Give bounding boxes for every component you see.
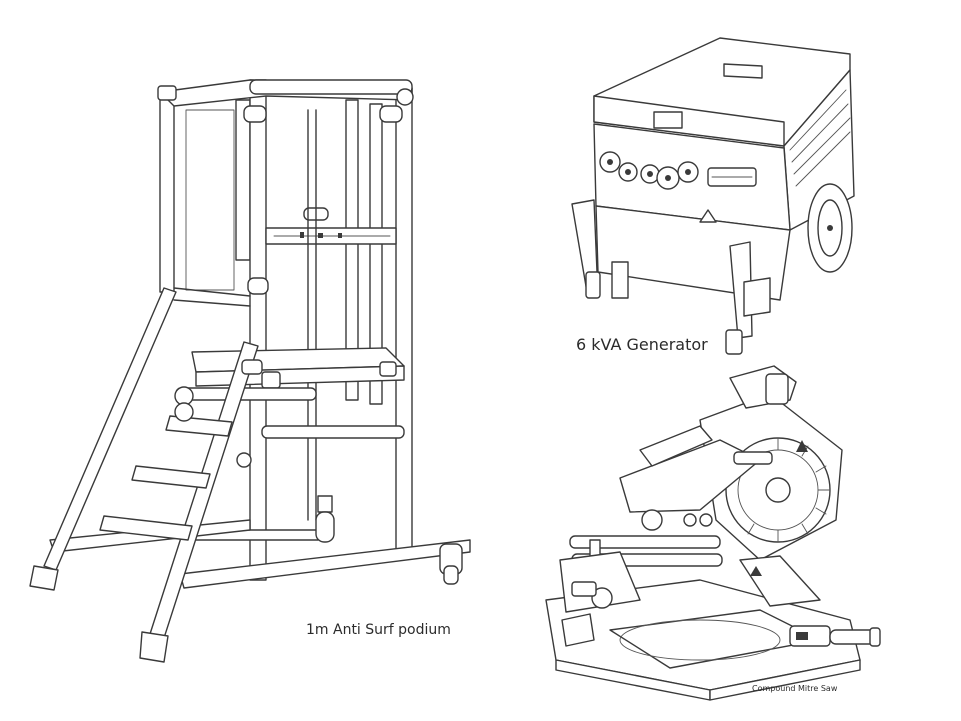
- podium-label: 1m Anti Surf podium: [306, 622, 451, 638]
- podium-illustration: [29, 79, 471, 663]
- generator-illustration: [571, 37, 855, 355]
- saw-label: Compound Mitre Saw: [752, 684, 838, 693]
- saw-illustration: [545, 365, 881, 701]
- generator-label: 6 kVA Generator: [576, 335, 708, 354]
